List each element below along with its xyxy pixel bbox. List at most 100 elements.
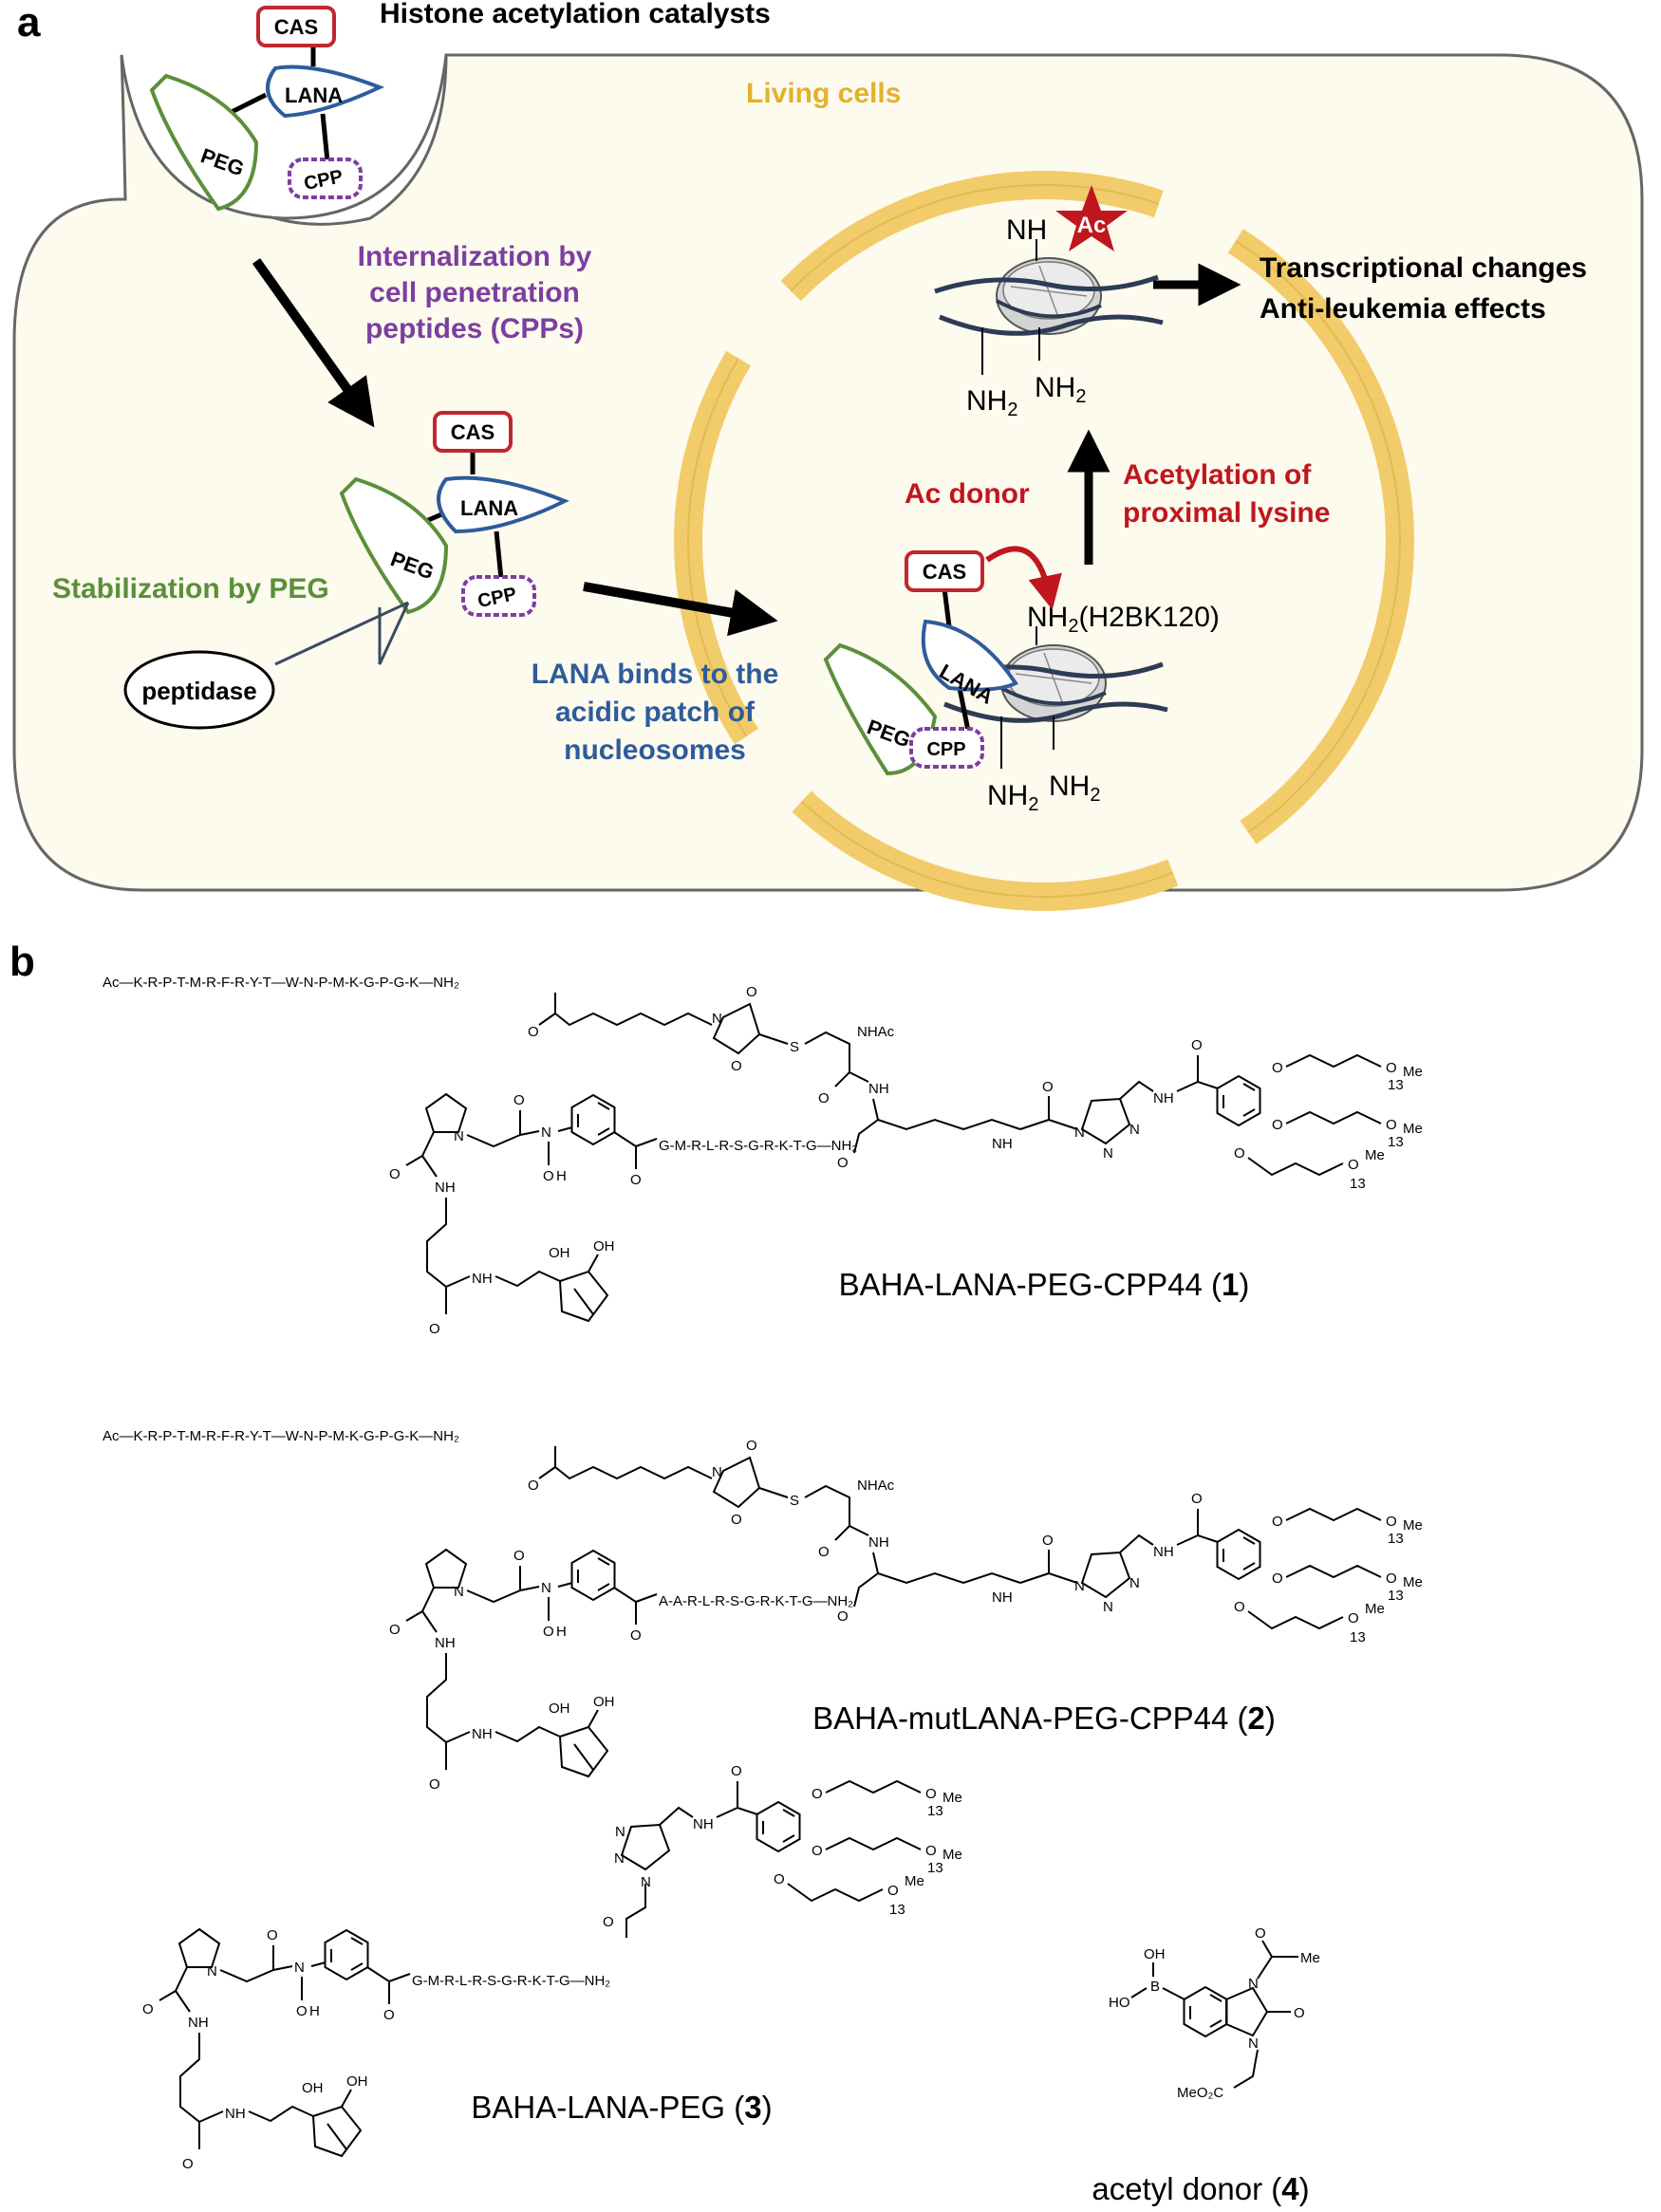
- svg-text:O: O: [1272, 1571, 1283, 1587]
- svg-text:NHAc: NHAc: [857, 1024, 895, 1040]
- svg-text:O: O: [812, 1843, 823, 1859]
- svg-text:O: O: [1042, 1533, 1054, 1549]
- arrow-internalization: [252, 258, 375, 428]
- svg-text:O: O: [1234, 1599, 1245, 1615]
- svg-text:OH: OH: [549, 1701, 570, 1717]
- svg-text:O: O: [818, 1090, 830, 1106]
- compound-1-structure: Ac—K-R-P-T-M-R-F-R-Y-T—W-N-P-M-K-G-P-G-K…: [103, 975, 1423, 1337]
- svg-text:O: O: [1294, 2005, 1305, 2021]
- svg-text:O: O: [1191, 1491, 1203, 1507]
- svg-text:S: S: [790, 1039, 799, 1055]
- label-lana-binds: LANA binds to the acidic patch of nucleo…: [532, 659, 779, 766]
- svg-text:N: N: [541, 1125, 551, 1141]
- svg-text:Me: Me: [905, 1873, 924, 1889]
- acetyl-label: Ac: [1077, 213, 1107, 238]
- svg-text:N: N: [1129, 1122, 1140, 1138]
- svg-text:O: O: [1272, 1060, 1283, 1076]
- svg-text:NH: NH: [435, 1180, 456, 1196]
- peptidase-ellipse: [123, 650, 275, 730]
- svg-text:NH: NH: [472, 1726, 493, 1742]
- svg-text:13: 13: [1350, 1176, 1366, 1192]
- nucleosome-acetylated: NH Ac NH2 NH2: [935, 185, 1163, 420]
- svg-text:N: N: [454, 1128, 464, 1144]
- svg-text:NH: NH: [225, 2106, 246, 2122]
- catalyst-construct-middle: PEG LANA CAS CPP: [339, 411, 569, 617]
- svg-text:O: O: [513, 1548, 525, 1564]
- svg-text:O: O: [837, 1608, 849, 1625]
- svg-text:O: O: [630, 1172, 642, 1188]
- svg-text:N: N: [712, 1011, 722, 1027]
- svg-text:LANA binds to the: LANA binds to the: [532, 659, 779, 690]
- svg-text:O: O: [182, 2156, 194, 2172]
- svg-text:N: N: [1074, 1578, 1085, 1594]
- svg-text:N: N: [1074, 1125, 1085, 1141]
- svg-text:O: O: [1386, 1060, 1397, 1076]
- svg-text:NH: NH: [188, 2015, 209, 2031]
- svg-text:N: N: [615, 1824, 625, 1840]
- title-catalysts: Histone acetylation catalysts: [380, 0, 771, 29]
- nh2-h2bk120: NH2(H2BK120): [1027, 602, 1220, 637]
- svg-text:Me: Me: [1403, 1517, 1423, 1534]
- svg-text:N: N: [712, 1464, 722, 1480]
- svg-text:O: O: [429, 1321, 440, 1337]
- svg-text:O: O: [746, 1438, 757, 1454]
- svg-text:O: O: [1234, 1145, 1245, 1162]
- seq-cpp-2: A-A-R-L-R-S-G-R-K-T-G—NH₂: [659, 1593, 853, 1609]
- label-acetylation: Acetylation of proximal lysine: [1123, 459, 1330, 529]
- svg-text:13: 13: [927, 1803, 943, 1819]
- svg-text:O: O: [837, 1155, 849, 1171]
- svg-text:Me: Me: [942, 1847, 962, 1863]
- svg-text:N: N: [1129, 1575, 1140, 1591]
- svg-text:N: N: [207, 1963, 217, 1980]
- svg-text:NH: NH: [868, 1081, 889, 1097]
- svg-text:O: O: [383, 2007, 395, 2023]
- seq-lana-2: Ac—K-R-P-T-M-R-F-R-Y-T—W-N-P-M-K-G-P-G-K…: [103, 1428, 459, 1444]
- svg-text:Internalization by: Internalization by: [358, 241, 592, 272]
- arrow-ac-transfer: [985, 546, 1062, 610]
- svg-text:NH: NH: [1153, 1090, 1174, 1106]
- panel-a: a Histone acetylation catalysts Living c…: [12, 0, 1644, 911]
- svg-text:proximal lysine: proximal lysine: [1123, 497, 1330, 529]
- svg-text:NH: NH: [992, 1589, 1013, 1606]
- svg-text:H: H: [309, 2003, 320, 2019]
- svg-text:O: O: [429, 1776, 440, 1793]
- label-transcription: Transcriptional changes Anti-leukemia ef…: [1260, 252, 1587, 325]
- svg-text:O: O: [812, 1786, 823, 1802]
- svg-text:NH: NH: [693, 1816, 714, 1832]
- svg-text:O: O: [1042, 1079, 1054, 1095]
- svg-text:13: 13: [1388, 1134, 1404, 1150]
- svg-text:OH: OH: [549, 1245, 570, 1261]
- svg-text:H: H: [556, 1624, 567, 1640]
- svg-text:S: S: [790, 1493, 799, 1509]
- module-cas-bound: CAS: [923, 560, 966, 584]
- svg-text:Anti-leukemia effects: Anti-leukemia effects: [1260, 293, 1546, 325]
- nh2-top-right: NH2: [1035, 372, 1086, 407]
- svg-text:13: 13: [1388, 1588, 1404, 1604]
- label-peptidase: peptidase: [141, 677, 256, 705]
- caption-compound-1: BAHA-LANA-PEG-CPP44 (1): [839, 1267, 1250, 1302]
- svg-text:O: O: [731, 1512, 742, 1528]
- svg-text:O: O: [887, 1883, 899, 1899]
- svg-text:O: O: [528, 1024, 539, 1040]
- nh-acetyl: NH: [1006, 214, 1047, 246]
- module-cas-mid: CAS: [451, 420, 495, 444]
- svg-text:peptides (CPPs): peptides (CPPs): [365, 313, 584, 344]
- svg-text:B: B: [1150, 1979, 1160, 1995]
- svg-text:O: O: [1255, 1925, 1266, 1942]
- module-cas-top: CAS: [274, 15, 318, 39]
- svg-text:MeO₂C: MeO₂C: [1177, 2085, 1223, 2101]
- svg-text:N: N: [614, 1850, 625, 1867]
- nh2-bottom-right: NH2: [1049, 771, 1100, 806]
- caption-compound-2: BAHA-mutLANA-PEG-CPP44 (2): [812, 1701, 1276, 1736]
- caption-compound-3: BAHA-LANA-PEG (3): [471, 2090, 772, 2125]
- label-stabilization: Stabilization by PEG: [52, 573, 329, 604]
- svg-text:N: N: [294, 1960, 305, 1976]
- svg-text:13: 13: [1350, 1629, 1366, 1645]
- seq-cpp-3: G-M-R-L-R-S-G-R-K-T-G—NH₂: [412, 1973, 610, 1989]
- svg-text:NH: NH: [472, 1271, 493, 1287]
- svg-text:Acetylation of: Acetylation of: [1123, 459, 1312, 491]
- svg-text:O: O: [296, 2003, 308, 2019]
- compound-3-structure: N N N NH O O O Me 13 O O Me 13 O O Me 13…: [142, 1763, 962, 2172]
- svg-text:N: N: [1103, 1145, 1113, 1162]
